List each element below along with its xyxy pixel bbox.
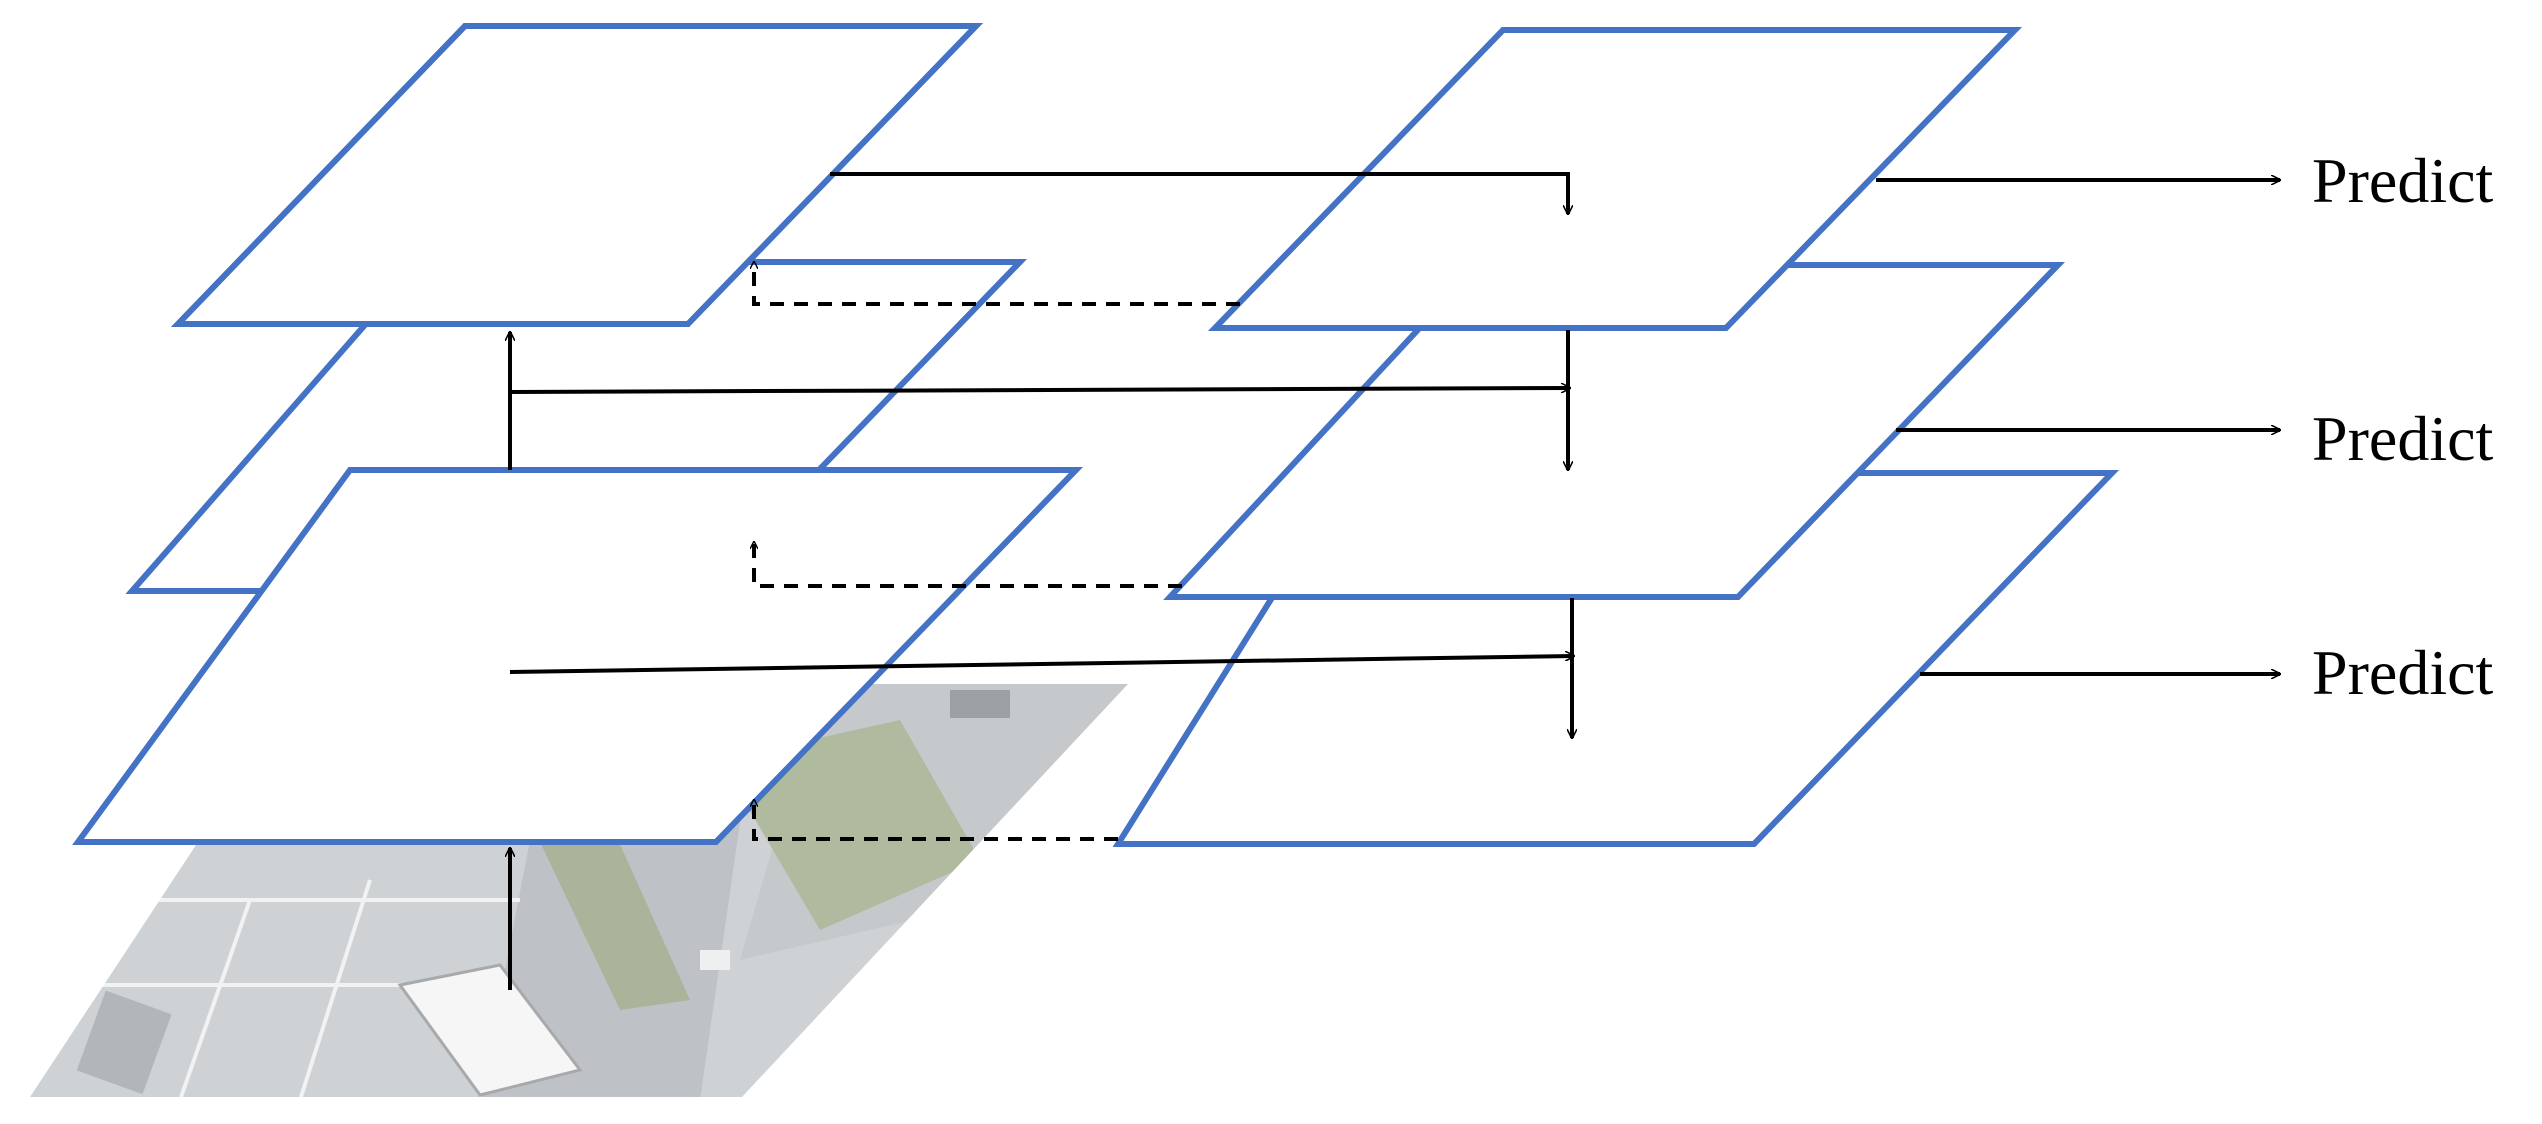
- predict-label-top: Predict: [2312, 145, 2494, 216]
- bottom-up-level-top-overlay: [170, 23, 984, 327]
- feedback-middle: [754, 542, 1182, 588]
- predict-label-bottom: Predict: [2312, 637, 2494, 708]
- feedback-top: [754, 262, 1240, 306]
- bottom-up-level-bottom: [72, 467, 1084, 845]
- lateral-bottom: [509, 656, 1574, 674]
- top-down-level-middle: [1163, 262, 2066, 600]
- van-icon: [397, 963, 583, 1097]
- feedback-bottom: [754, 800, 1118, 841]
- top-down-level-top: [1207, 27, 2023, 331]
- lateral-top: [830, 172, 1568, 214]
- predict-label-middle: Predict: [2312, 403, 2494, 474]
- lateral-middle: [509, 388, 1570, 394]
